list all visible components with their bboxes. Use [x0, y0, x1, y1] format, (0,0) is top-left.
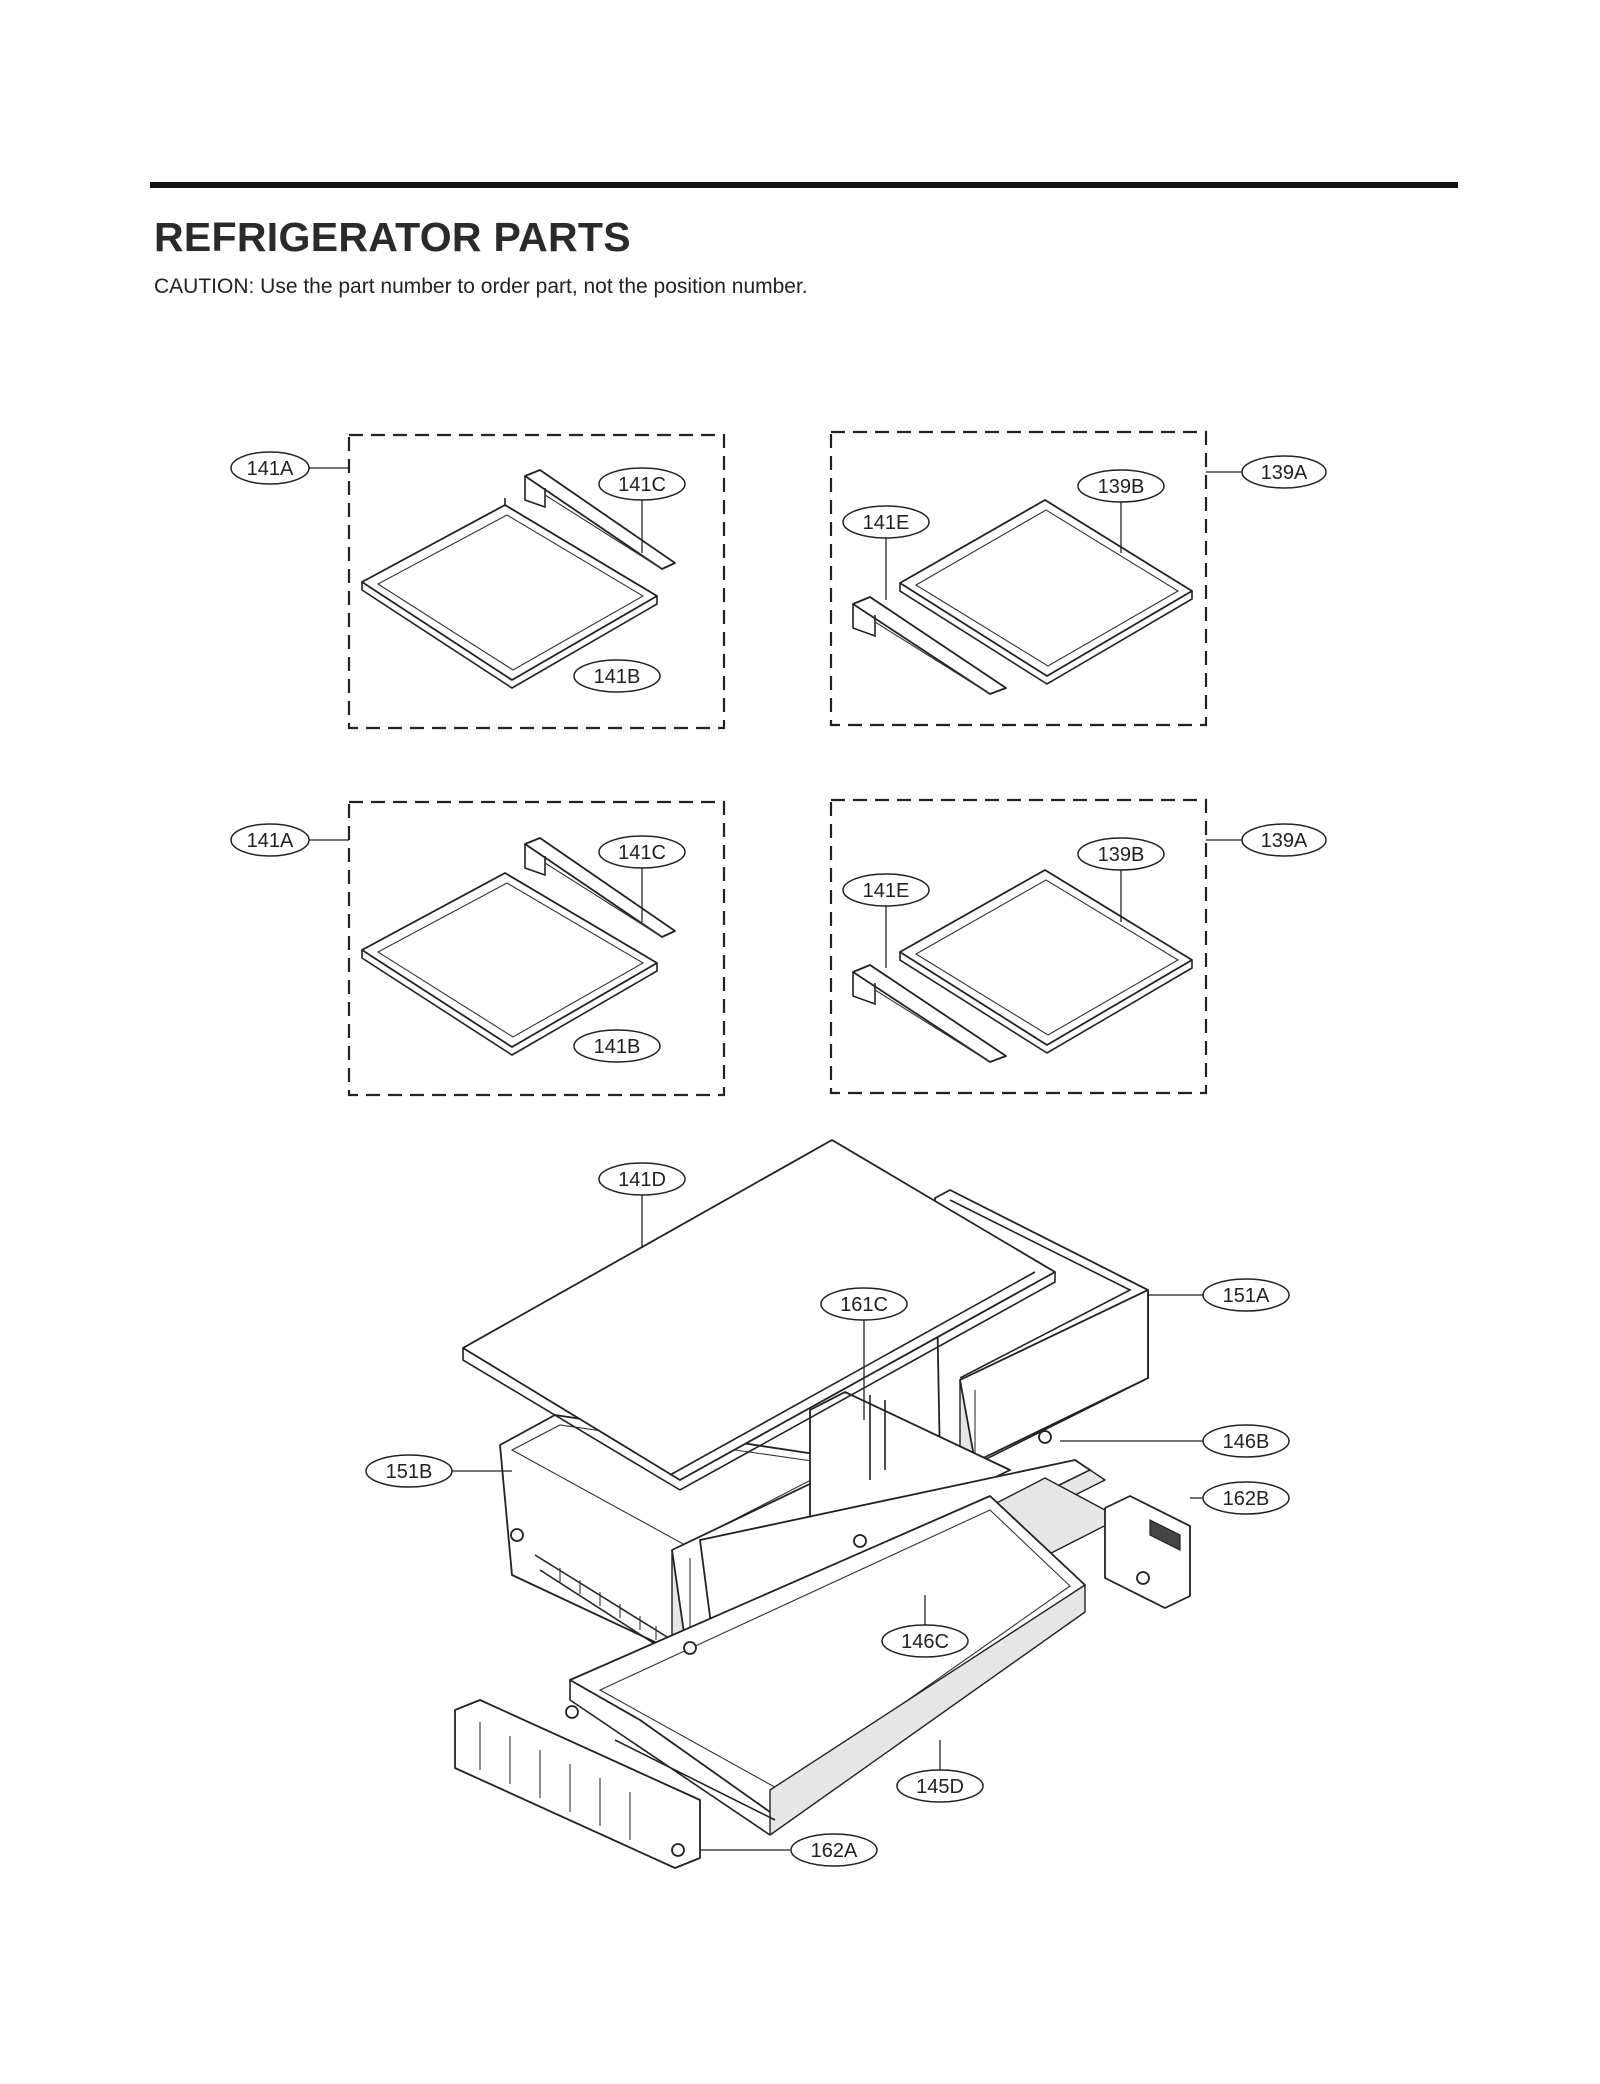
svg-text:161C: 161C — [840, 1294, 888, 1316]
shelf-rail — [852, 964, 1007, 1063]
shelf-rail — [852, 596, 1007, 695]
callout-151b: 151B — [365, 1454, 453, 1488]
group-boundary — [347, 433, 726, 730]
group-boundary — [829, 798, 1208, 1095]
callout-141b-bottom: 141B — [573, 1029, 661, 1063]
svg-text:139B: 139B — [1098, 844, 1145, 866]
page-title: REFRIGERATOR PARTS — [154, 214, 631, 260]
shelf-assembly-139a-top — [829, 430, 1242, 727]
callout-141c-bottom: 141C — [598, 835, 686, 869]
header-rule — [150, 182, 1458, 188]
callout-139a-bottom: 139A — [1241, 823, 1327, 857]
callout-139b-top: 139B — [1077, 469, 1165, 503]
callout-141a-bottom: 141A — [230, 823, 310, 857]
caution-note: CAUTION: Use the part number to order pa… — [154, 275, 808, 298]
callout-162a: 162A — [790, 1833, 878, 1867]
svg-text:141D: 141D — [618, 1169, 666, 1191]
callout-151a: 151A — [1202, 1278, 1290, 1312]
svg-text:141E: 141E — [863, 880, 910, 902]
callout-141d: 141D — [598, 1162, 686, 1196]
svg-text:141A: 141A — [247, 458, 294, 480]
shelf-rail — [524, 469, 676, 570]
shelf-assembly-141a-top — [309, 433, 726, 730]
svg-text:141B: 141B — [594, 1036, 641, 1058]
svg-text:162B: 162B — [1223, 1488, 1270, 1510]
svg-text:151B: 151B — [386, 1461, 433, 1483]
svg-text:146B: 146B — [1223, 1431, 1270, 1453]
callout-141e-bottom: 141E — [842, 873, 930, 907]
callout-141e-top: 141E — [842, 505, 930, 539]
svg-text:139A: 139A — [1261, 830, 1308, 852]
crisper-drawer-assembly — [448, 1139, 1205, 1869]
svg-text:141C: 141C — [618, 474, 666, 496]
callout-161c: 161C — [820, 1287, 908, 1321]
callout-141a-top: 141A — [230, 451, 310, 485]
svg-text:139B: 139B — [1098, 476, 1145, 498]
svg-text:146C: 146C — [901, 1631, 949, 1653]
callout-141b-top: 141B — [573, 659, 661, 693]
lower-bin-front — [769, 1584, 1086, 1836]
shelf-assembly-141a-bottom — [309, 800, 726, 1097]
svg-text:141C: 141C — [618, 842, 666, 864]
group-boundary — [347, 800, 726, 1097]
callout-162b: 162B — [1202, 1481, 1290, 1515]
svg-text:141B: 141B — [594, 666, 641, 688]
control-bracket-left — [454, 1699, 701, 1869]
svg-text:141E: 141E — [863, 512, 910, 534]
control-bracket-right — [1104, 1495, 1191, 1609]
svg-text:145D: 145D — [916, 1776, 964, 1798]
shelf-rail — [524, 837, 676, 938]
svg-text:151A: 151A — [1223, 1285, 1270, 1307]
group-boundary — [829, 430, 1208, 727]
callout-146b: 146B — [1202, 1424, 1290, 1458]
callout-145d: 145D — [896, 1769, 984, 1803]
callout-139a-top: 139A — [1241, 455, 1327, 489]
svg-text:139A: 139A — [1261, 462, 1308, 484]
svg-text:162A: 162A — [811, 1840, 858, 1862]
svg-text:141A: 141A — [247, 830, 294, 852]
callout-139b-bottom: 139B — [1077, 837, 1165, 871]
callout-141c-top: 141C — [598, 467, 686, 501]
callout-146c: 146C — [881, 1624, 969, 1658]
shelf-assembly-139a-bottom — [829, 798, 1242, 1095]
